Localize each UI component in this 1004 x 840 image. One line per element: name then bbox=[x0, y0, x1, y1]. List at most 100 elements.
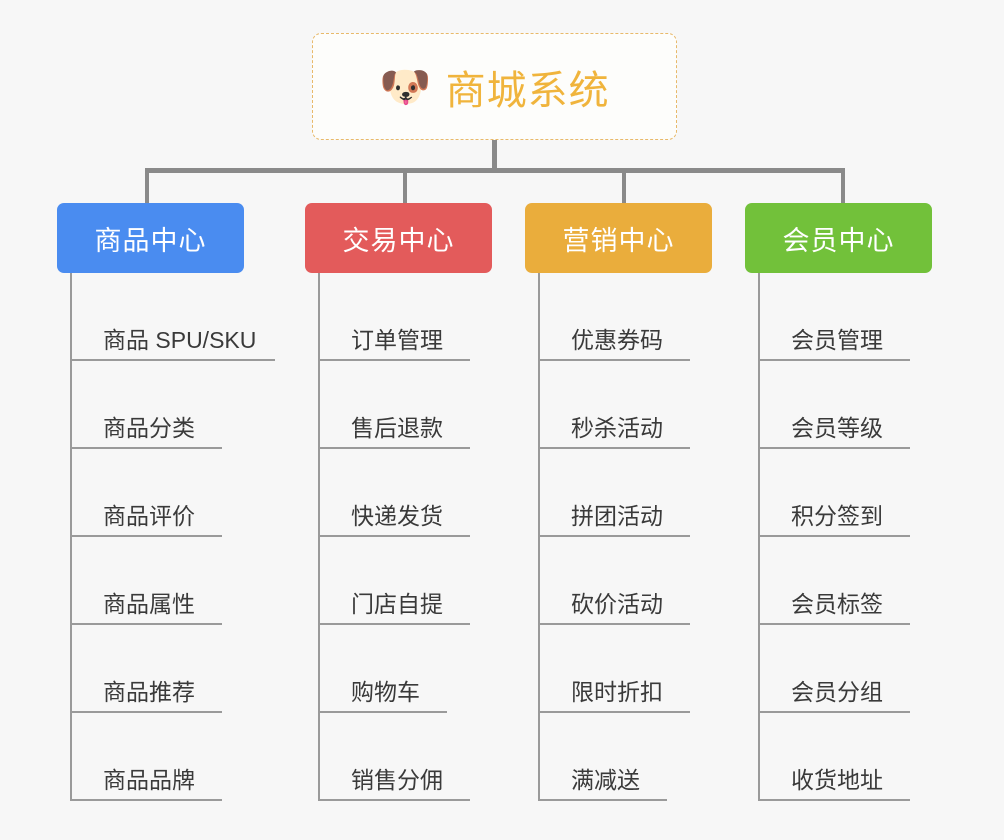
leaf-rule bbox=[538, 447, 690, 449]
branch-spine-1 bbox=[70, 273, 72, 801]
leaf-label: 订单管理 bbox=[351, 327, 443, 353]
leaf-rule bbox=[758, 799, 910, 801]
leaf-item[interactable]: 销售分佣 bbox=[305, 713, 535, 801]
leaf-label: 销售分佣 bbox=[351, 767, 443, 793]
branch-header-label-1: 商品中心 bbox=[94, 225, 207, 256]
leaf-label: 限时折扣 bbox=[571, 679, 663, 705]
leaf-rule bbox=[758, 623, 910, 625]
leaf-rule bbox=[538, 799, 667, 801]
leaf-item[interactable]: 商品评价 bbox=[57, 449, 297, 537]
branch-column-3: 营销中心 优惠券码 秒杀活动 拼团活动 砍价活动 限时折扣 bbox=[525, 203, 755, 801]
leaf-rule bbox=[70, 623, 222, 625]
branch-header-3[interactable]: 营销中心 bbox=[525, 203, 712, 273]
leaf-label: 会员等级 bbox=[791, 415, 883, 441]
branch-header-2[interactable]: 交易中心 bbox=[305, 203, 492, 273]
leaf-item[interactable]: 商品属性 bbox=[57, 537, 297, 625]
leaf-label: 积分签到 bbox=[791, 503, 883, 529]
leaf-item[interactable]: 会员分组 bbox=[745, 625, 975, 713]
leaf-item[interactable]: 满减送 bbox=[525, 713, 755, 801]
leaf-rule bbox=[318, 623, 470, 625]
leaf-item[interactable]: 积分签到 bbox=[745, 449, 975, 537]
root-title: 商城系统 bbox=[445, 68, 610, 113]
dog-face-icon: 🐶 bbox=[379, 62, 432, 110]
leaf-rule bbox=[758, 535, 910, 537]
leaf-item[interactable]: 商品品牌 bbox=[57, 713, 297, 801]
branch-bus-connector bbox=[145, 168, 845, 173]
leaf-label: 满减送 bbox=[571, 767, 640, 793]
leaf-label: 商品分类 bbox=[103, 415, 195, 441]
branch-drop-connector-1 bbox=[145, 168, 149, 206]
branch-drop-connector-2 bbox=[403, 168, 407, 206]
leaf-item[interactable]: 会员标签 bbox=[745, 537, 975, 625]
branch-column-4: 会员中心 会员管理 会员等级 积分签到 会员标签 会员分组 bbox=[745, 203, 975, 801]
branch-spine-3 bbox=[538, 273, 540, 801]
leaf-list-1: 商品 SPU/SKU 商品分类 商品评价 商品属性 商品推荐 商品品牌 bbox=[57, 273, 297, 801]
branch-drop-connector-4 bbox=[841, 168, 845, 206]
leaf-rule bbox=[70, 711, 222, 713]
branch-drop-connector-3 bbox=[622, 168, 626, 206]
branch-header-label-2: 交易中心 bbox=[342, 225, 455, 256]
leaf-rule bbox=[538, 359, 690, 361]
leaf-label: 收货地址 bbox=[791, 767, 883, 793]
leaf-rule bbox=[538, 623, 690, 625]
leaf-item[interactable]: 秒杀活动 bbox=[525, 361, 755, 449]
leaf-item[interactable]: 购物车 bbox=[305, 625, 535, 713]
leaf-item[interactable]: 限时折扣 bbox=[525, 625, 755, 713]
leaf-label: 拼团活动 bbox=[571, 503, 663, 529]
leaf-list-4: 会员管理 会员等级 积分签到 会员标签 会员分组 收货地址 bbox=[745, 273, 975, 801]
leaf-item[interactable]: 商品分类 bbox=[57, 361, 297, 449]
leaf-label: 砍价活动 bbox=[571, 591, 663, 617]
leaf-item[interactable]: 门店自提 bbox=[305, 537, 535, 625]
leaf-rule bbox=[70, 799, 222, 801]
leaf-rule bbox=[758, 447, 910, 449]
leaf-rule bbox=[318, 799, 470, 801]
leaf-label: 秒杀活动 bbox=[571, 415, 663, 441]
leaf-item[interactable]: 商品推荐 bbox=[57, 625, 297, 713]
leaf-item[interactable]: 会员等级 bbox=[745, 361, 975, 449]
leaf-rule bbox=[318, 447, 470, 449]
leaf-rule bbox=[538, 535, 690, 537]
leaf-rule bbox=[758, 359, 910, 361]
branch-spine-4 bbox=[758, 273, 760, 801]
branch-spine-2 bbox=[318, 273, 320, 801]
leaf-label: 商品 SPU/SKU bbox=[103, 327, 257, 353]
leaf-rule bbox=[538, 711, 690, 713]
leaf-rule bbox=[318, 711, 447, 713]
leaf-label: 优惠券码 bbox=[571, 327, 663, 353]
leaf-label: 商品推荐 bbox=[103, 679, 195, 705]
branch-column-1: 商品中心 商品 SPU/SKU 商品分类 商品评价 商品属性 商品推荐 bbox=[57, 203, 297, 801]
leaf-item[interactable]: 砍价活动 bbox=[525, 537, 755, 625]
leaf-item[interactable]: 会员管理 bbox=[745, 273, 975, 361]
leaf-list-2: 订单管理 售后退款 快递发货 门店自提 购物车 销售分佣 bbox=[305, 273, 535, 801]
root-stem-connector bbox=[492, 140, 497, 172]
branch-header-label-3: 营销中心 bbox=[562, 225, 675, 256]
leaf-item[interactable]: 售后退款 bbox=[305, 361, 535, 449]
leaf-rule bbox=[70, 447, 222, 449]
branch-header-4[interactable]: 会员中心 bbox=[745, 203, 932, 273]
branch-header-1[interactable]: 商品中心 bbox=[57, 203, 244, 273]
leaf-label: 会员分组 bbox=[791, 679, 883, 705]
leaf-rule bbox=[318, 535, 470, 537]
leaf-rule bbox=[318, 359, 470, 361]
branch-column-2: 交易中心 订单管理 售后退款 快递发货 门店自提 购物车 bbox=[305, 203, 535, 801]
leaf-item[interactable]: 优惠券码 bbox=[525, 273, 755, 361]
leaf-item[interactable]: 商品 SPU/SKU bbox=[57, 273, 297, 361]
root-node[interactable]: 🐶 商城系统 bbox=[312, 33, 677, 140]
leaf-label: 会员管理 bbox=[791, 327, 883, 353]
leaf-label: 商品评价 bbox=[103, 503, 195, 529]
leaf-item[interactable]: 收货地址 bbox=[745, 713, 975, 801]
leaf-rule bbox=[70, 535, 222, 537]
leaf-label: 售后退款 bbox=[351, 415, 443, 441]
leaf-label: 会员标签 bbox=[791, 591, 883, 617]
leaf-label: 商品属性 bbox=[103, 591, 195, 617]
leaf-list-3: 优惠券码 秒杀活动 拼团活动 砍价活动 限时折扣 满减送 bbox=[525, 273, 755, 801]
leaf-item[interactable]: 订单管理 bbox=[305, 273, 535, 361]
leaf-label: 门店自提 bbox=[351, 591, 443, 617]
leaf-rule bbox=[70, 359, 275, 361]
leaf-label: 商品品牌 bbox=[103, 767, 195, 793]
leaf-item[interactable]: 拼团活动 bbox=[525, 449, 755, 537]
leaf-item[interactable]: 快递发货 bbox=[305, 449, 535, 537]
leaf-rule bbox=[758, 711, 910, 713]
leaf-label: 快递发货 bbox=[351, 503, 443, 529]
